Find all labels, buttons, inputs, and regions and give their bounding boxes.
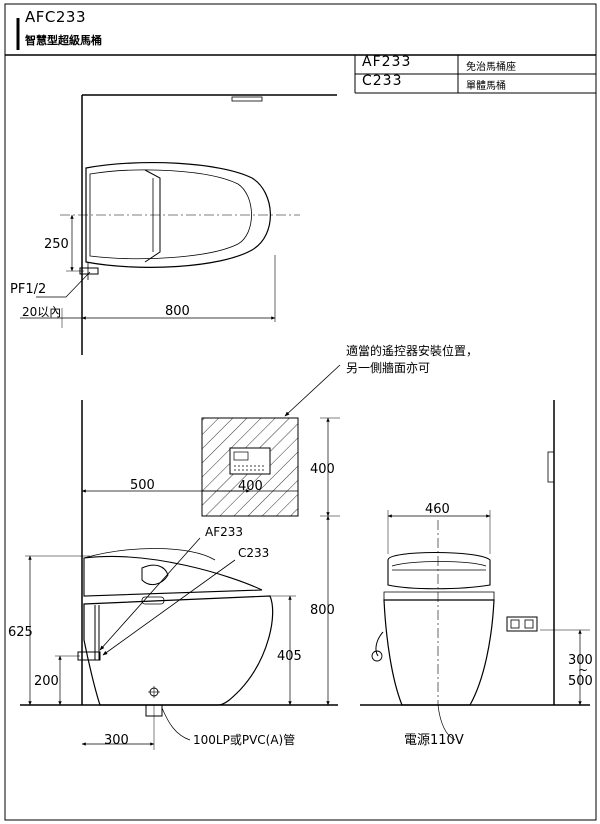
model-name-c233: 單體馬桶 bbox=[466, 81, 506, 92]
dim-remote-width: 400 bbox=[238, 479, 263, 494]
model-code-c233: C233 bbox=[362, 73, 403, 89]
dim-remote-offset: 500 bbox=[130, 478, 155, 493]
model-code: AFC233 bbox=[25, 8, 86, 26]
dim-seat-height: 405 bbox=[277, 649, 302, 664]
front-view bbox=[360, 400, 590, 741]
wall-gap-label: 20以內 bbox=[22, 305, 61, 319]
dim-remote-floor: 800 bbox=[310, 603, 335, 618]
power-label: 電源110V bbox=[404, 733, 464, 748]
dim-front-width: 460 bbox=[425, 502, 450, 517]
dim-water-inlet: 200 bbox=[34, 674, 59, 689]
model-name: 智慧型超級馬桶 bbox=[25, 34, 102, 47]
remote-note-line2: 另一側牆面亦可 bbox=[346, 360, 430, 375]
dim-top-800: 800 bbox=[165, 304, 190, 319]
model-code-af233: AF233 bbox=[362, 54, 412, 70]
dim-drain-offset: 300 bbox=[104, 733, 129, 748]
top-view bbox=[20, 94, 337, 355]
remote-note-line1: 適當的遙控器安裝位置， bbox=[346, 343, 478, 358]
label-bowl: C233 bbox=[238, 546, 269, 560]
dim-outlet-a: 300 bbox=[568, 653, 593, 668]
side-view bbox=[20, 400, 340, 750]
dim-remote-height: 400 bbox=[310, 462, 335, 477]
model-name-af233: 免治馬桶座 bbox=[466, 62, 516, 73]
drain-label: 100LP或PVC(A)管 bbox=[193, 732, 295, 747]
frame bbox=[4, 3, 597, 821]
dim-total-height: 625 bbox=[8, 625, 33, 640]
dim-outlet-b: 500 bbox=[568, 674, 593, 689]
label-seat: AF233 bbox=[205, 525, 243, 539]
pipe-label: PF1/2 bbox=[10, 282, 46, 297]
dim-top-250: 250 bbox=[44, 237, 69, 252]
dim-outlet-sep: ~ bbox=[578, 663, 588, 677]
